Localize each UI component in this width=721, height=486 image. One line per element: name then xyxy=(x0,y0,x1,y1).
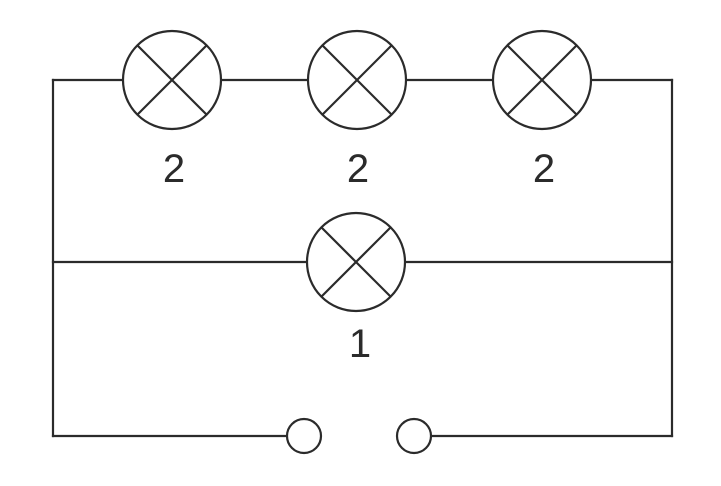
lamp-label: 2 xyxy=(347,147,369,191)
lamp-label: 1 xyxy=(349,322,371,366)
lamp-label: 2 xyxy=(163,147,185,191)
lamp-top-left: 2 xyxy=(121,29,223,191)
lamp-label: 2 xyxy=(533,147,555,191)
lamp-cross-icon xyxy=(121,29,223,131)
terminal-right xyxy=(395,417,433,455)
lamp-top-middle: 2 xyxy=(306,29,408,191)
lamp-cross-icon xyxy=(491,29,593,131)
terminal-circle-icon xyxy=(285,417,323,455)
terminal-left xyxy=(285,417,323,455)
lamp-middle: 1 xyxy=(305,211,407,366)
wires xyxy=(51,78,674,438)
lamp-cross-icon xyxy=(305,211,407,313)
terminal-circle-icon xyxy=(395,417,433,455)
lamp-top-right: 2 xyxy=(491,29,593,191)
lamp-cross-icon xyxy=(306,29,408,131)
